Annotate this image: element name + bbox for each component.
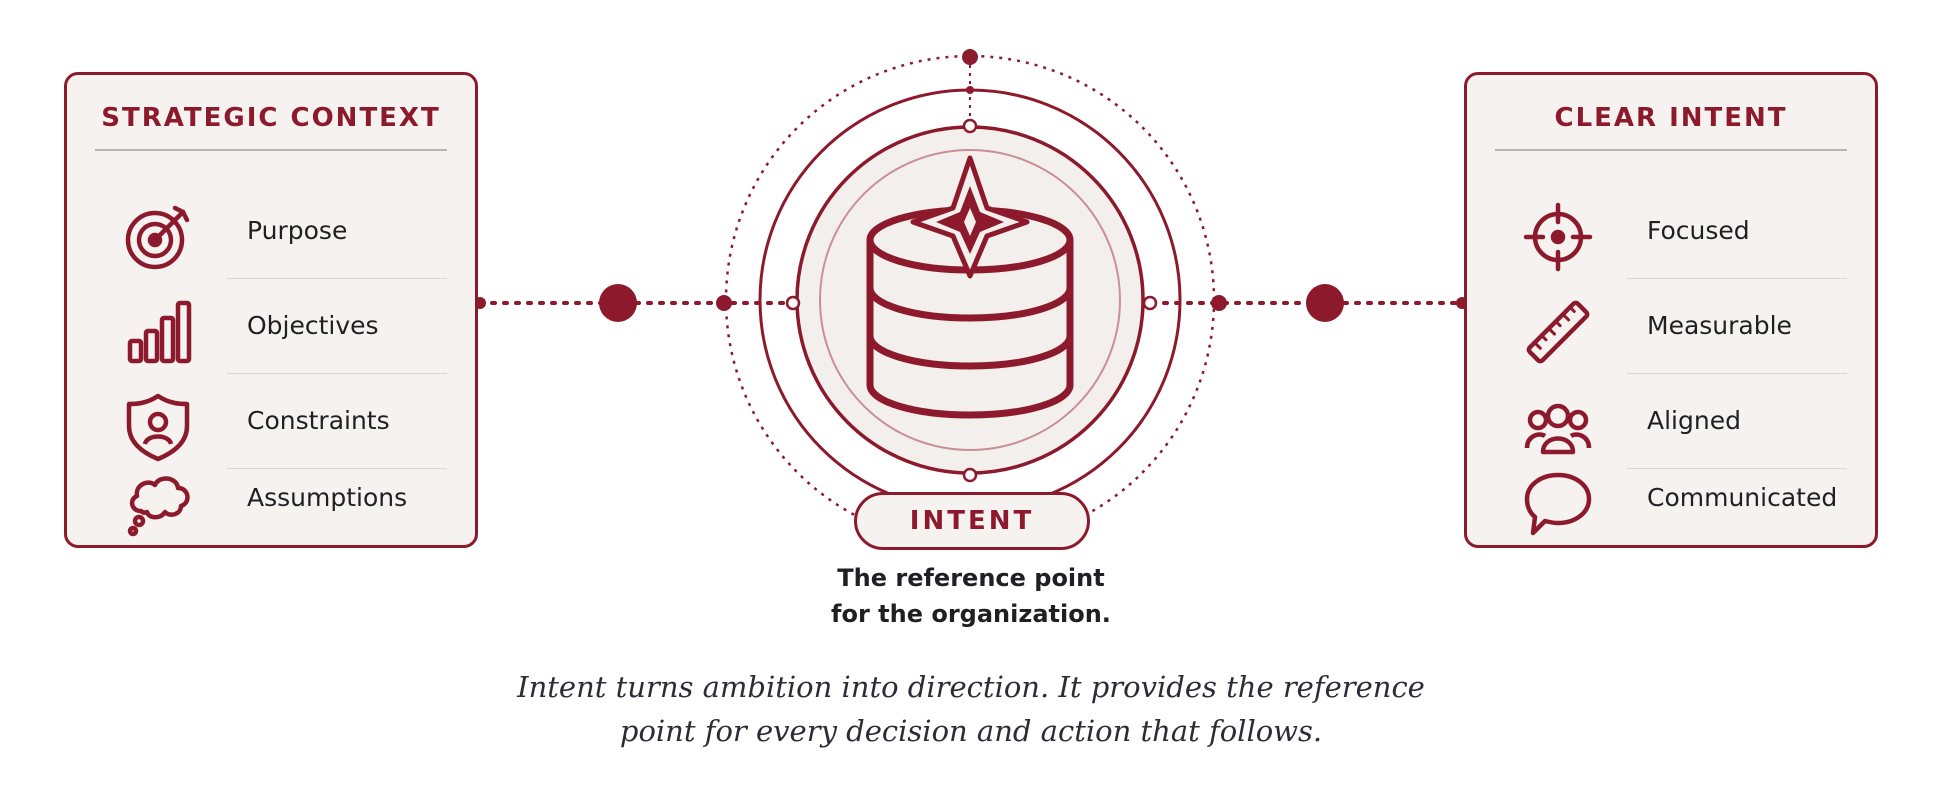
right-connector bbox=[1150, 284, 1468, 322]
ruler-icon bbox=[1523, 297, 1593, 367]
list-item-constraints: Constraints bbox=[67, 373, 475, 468]
shield-user-icon bbox=[123, 392, 193, 462]
center-caption: The reference point for the organization… bbox=[771, 560, 1171, 632]
list-item-label: Assumptions bbox=[247, 483, 408, 512]
crosshair-icon bbox=[1523, 202, 1593, 272]
list-item-label: Communicated bbox=[1647, 483, 1838, 512]
footer-quote: Intent turns ambition into direction. It… bbox=[421, 665, 1521, 753]
row-divider bbox=[227, 278, 447, 279]
list-item-communicated: Communicated bbox=[1467, 450, 1875, 545]
left-connector bbox=[474, 284, 792, 322]
title-divider bbox=[95, 149, 447, 151]
row-divider bbox=[1627, 278, 1847, 279]
row-divider bbox=[1627, 468, 1847, 469]
list-item-label: Focused bbox=[1647, 216, 1750, 245]
row-divider bbox=[227, 373, 447, 374]
list-item-aligned: Aligned bbox=[1467, 373, 1875, 468]
list-item-label: Aligned bbox=[1647, 406, 1741, 435]
bar-chart-icon bbox=[123, 297, 193, 367]
panel-title: STRATEGIC CONTEXT bbox=[101, 103, 441, 133]
list-item-purpose: Purpose bbox=[67, 183, 475, 278]
list-item-focused: Focused bbox=[1467, 183, 1875, 278]
list-item-label: Objectives bbox=[247, 311, 379, 340]
list-item-assumptions: Assumptions bbox=[67, 450, 475, 545]
clear-intent-panel: CLEAR INTENT Focused bbox=[1464, 72, 1878, 548]
row-divider bbox=[1627, 373, 1847, 374]
list-item-label: Constraints bbox=[247, 406, 390, 435]
quote-line: point for every decision and action that… bbox=[619, 714, 1323, 748]
intent-label: INTENT bbox=[854, 492, 1090, 550]
caption-line: The reference point bbox=[837, 564, 1105, 592]
panel-title: CLEAR INTENT bbox=[1554, 103, 1788, 133]
group-icon bbox=[1523, 392, 1593, 462]
quote-line: Intent turns ambition into direction. It… bbox=[517, 670, 1425, 704]
database-compass-icon bbox=[866, 155, 1074, 419]
caption-line: for the organization. bbox=[831, 600, 1111, 628]
list-item-label: Purpose bbox=[247, 216, 348, 245]
thought-cloud-icon bbox=[123, 469, 193, 539]
list-item-measurable: Measurable bbox=[1467, 278, 1875, 373]
speech-bubble-icon bbox=[1523, 469, 1593, 539]
target-icon bbox=[123, 202, 193, 272]
row-divider bbox=[227, 468, 447, 469]
title-divider bbox=[1495, 149, 1847, 151]
list-item-label: Measurable bbox=[1647, 311, 1792, 340]
strategic-context-panel: STRATEGIC CONTEXT Purpose bbox=[64, 72, 478, 548]
list-item-objectives: Objectives bbox=[67, 278, 475, 373]
